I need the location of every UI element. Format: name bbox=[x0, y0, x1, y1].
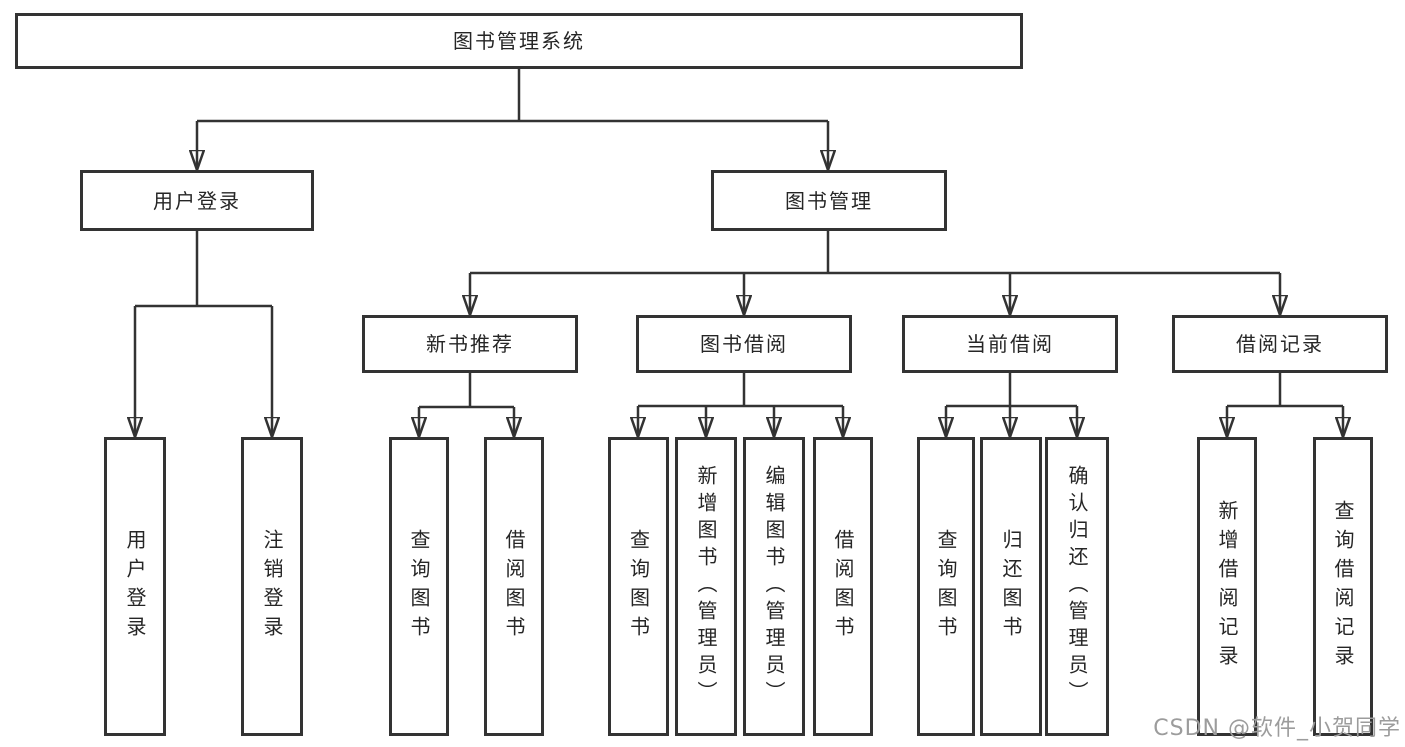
node-book-management: 图书管理 bbox=[711, 170, 947, 231]
node-query-books-current: 查询图书 bbox=[917, 437, 975, 736]
node-book-borrowing: 图书借阅 bbox=[636, 315, 852, 373]
node-add-books-admin: 新增图书（管理员） bbox=[675, 437, 737, 736]
watermark-text: CSDN @软件_小贺同学 bbox=[1153, 716, 1401, 741]
node-new-book-recommend: 新书推荐 bbox=[362, 315, 578, 373]
node-book-management-system: 图书管理系统 bbox=[15, 13, 1023, 69]
node-user-login: 用户登录 bbox=[80, 170, 314, 231]
node-current-borrowing: 当前借阅 bbox=[902, 315, 1118, 373]
node-add-borrow-record: 新增借阅记录 bbox=[1197, 437, 1257, 736]
node-query-borrow-record: 查询借阅记录 bbox=[1313, 437, 1373, 736]
node-edit-books-admin: 编辑图书（管理员） bbox=[743, 437, 805, 736]
node-borrowing-records: 借阅记录 bbox=[1172, 315, 1388, 373]
node-borrow-books-recommend: 借阅图书 bbox=[484, 437, 544, 736]
node-user-login-leaf: 用户登录 bbox=[104, 437, 166, 736]
node-query-books-borrowing: 查询图书 bbox=[608, 437, 669, 736]
node-return-books: 归还图书 bbox=[980, 437, 1042, 736]
node-confirm-return-admin: 确认归还（管理员） bbox=[1045, 437, 1109, 736]
node-logout-leaf: 注销登录 bbox=[241, 437, 303, 736]
node-borrow-books-borrowing: 借阅图书 bbox=[813, 437, 873, 736]
node-query-books-recommend: 查询图书 bbox=[389, 437, 449, 736]
